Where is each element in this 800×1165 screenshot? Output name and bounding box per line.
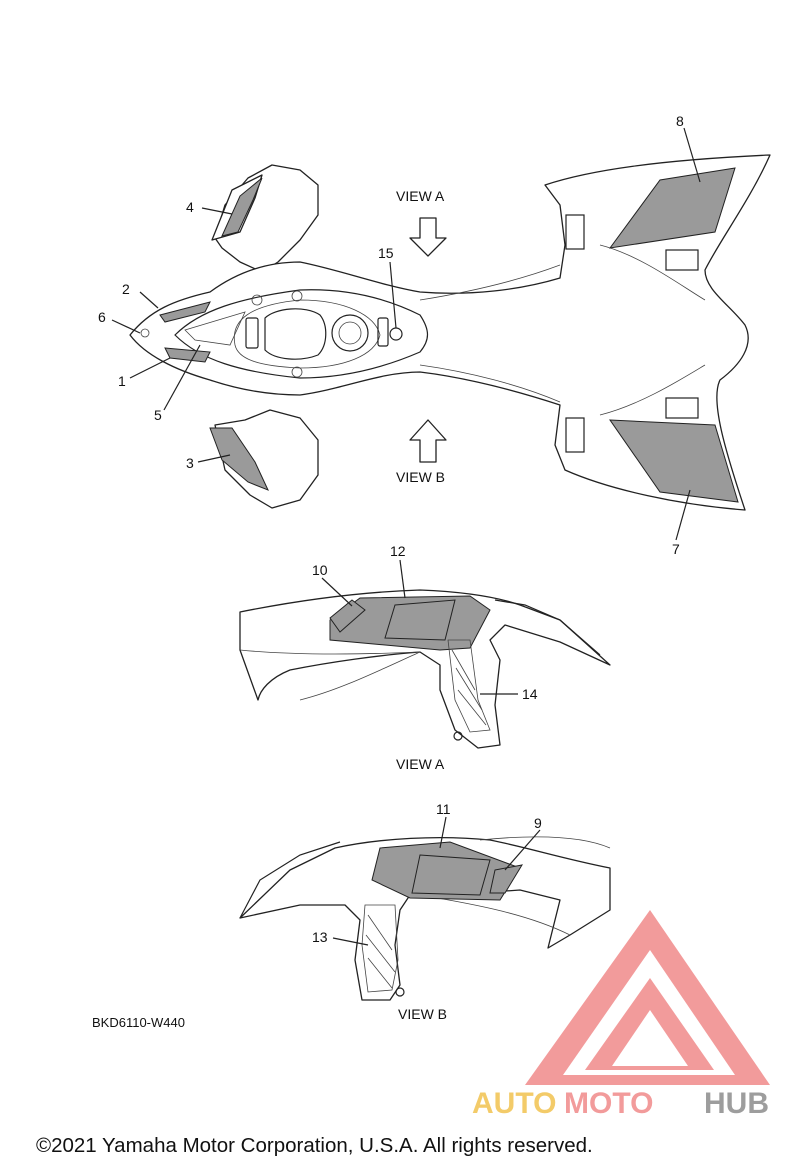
callout-2: 2 (122, 281, 130, 297)
decal-10 (329, 599, 366, 633)
callout-8: 8 (676, 113, 684, 129)
view-a-arrow (409, 217, 447, 257)
view-a-label: VIEW A (396, 756, 445, 772)
watermark-auto: AUTO (472, 1087, 556, 1120)
decal-8 (608, 167, 736, 249)
watermark-logo: AUTO MOTO HUB (472, 910, 770, 1120)
callout-7: 7 (672, 541, 680, 557)
view-a-drawing (239, 589, 611, 749)
watermark-moto: MOTO (564, 1087, 653, 1120)
decal-3 (209, 427, 269, 491)
view-b-label-top: VIEW B (396, 469, 445, 485)
decal-2 (159, 301, 211, 323)
callout-14: 14 (522, 686, 538, 702)
part-code: BKD6110-W440 (92, 1015, 185, 1030)
decal-4 (221, 177, 263, 237)
watermark-hub: HUB (704, 1087, 769, 1120)
callout-9: 9 (534, 815, 542, 831)
callout-numbers: 4 2 6 1 5 3 15 8 7 12 10 14 11 9 13 (98, 113, 684, 945)
callout-3: 3 (186, 455, 194, 471)
view-b-arrow (409, 419, 447, 463)
leader-lines (111, 127, 701, 946)
decal-13 (361, 904, 399, 993)
callout-12: 12 (390, 543, 406, 559)
decal-5 (184, 311, 246, 346)
decal-1 (164, 347, 211, 363)
view-a-label-top: VIEW A (396, 188, 445, 204)
top-view-fender (129, 154, 771, 511)
callout-6: 6 (98, 309, 106, 325)
callout-1: 1 (118, 373, 126, 389)
callout-13: 13 (312, 929, 328, 945)
view-b-drawing (239, 836, 611, 1001)
view-b-label: VIEW B (398, 1006, 447, 1022)
decal-9 (489, 864, 524, 894)
callout-5: 5 (154, 407, 162, 423)
callout-15: 15 (378, 245, 394, 261)
callout-4: 4 (186, 199, 194, 215)
copyright-text: ©2021 Yamaha Motor Corporation, U.S.A. A… (36, 1134, 593, 1157)
callout-11: 11 (436, 801, 451, 817)
decal-7 (609, 419, 739, 503)
callout-10: 10 (312, 562, 328, 578)
decal-14 (447, 639, 491, 733)
